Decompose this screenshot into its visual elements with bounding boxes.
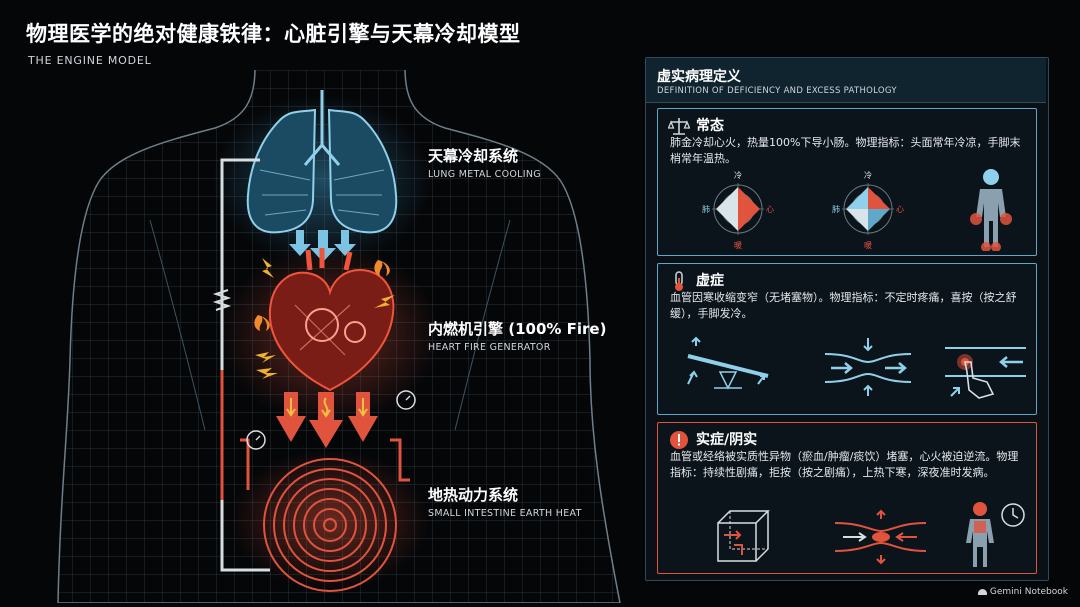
blocked-vessel-icon bbox=[834, 509, 927, 565]
compass2-top-label: 冷 bbox=[864, 170, 872, 180]
panel-title: 虚实病理定义 bbox=[657, 69, 741, 85]
label-heart-en: HEART FIRE GENERATOR bbox=[428, 342, 551, 353]
panel-header: 虚实病理定义 DEFINITION OF DEFICIENCY AND EXCE… bbox=[646, 58, 1046, 103]
panel-subtitle: DEFINITION OF DEFICIENCY AND EXCESS PATH… bbox=[657, 86, 897, 96]
flame-icons bbox=[254, 258, 395, 379]
blockage-cube-icon bbox=[717, 510, 770, 562]
label-intestine-zh: 地热动力系统 bbox=[428, 486, 519, 504]
body-illustration bbox=[57, 67, 621, 604]
engine-diagram: 天幕冷却系统 LUNG METAL COOLING 内燃机引擎 (100% Fi… bbox=[0, 67, 640, 604]
circulation-pipe bbox=[212, 158, 416, 572]
card-deficiency: 虚症 血管因寒收缩变窄（无堵塞物）。物理指标：不定时疼痛，喜按（按之舒缓），手脚… bbox=[657, 263, 1037, 415]
press-relief-hand-icon bbox=[945, 347, 1026, 399]
compass1-right-label: 心 bbox=[766, 205, 774, 214]
card-normal-title: 常态 bbox=[696, 118, 724, 134]
card-excess-title: 实症/阴实 bbox=[696, 432, 758, 448]
label-lung: 天幕冷却系统 LUNG METAL COOLING bbox=[428, 145, 541, 180]
compass1-top-label: 冷 bbox=[734, 170, 742, 180]
seesaw-icon bbox=[687, 336, 769, 390]
human-figure-heat-up-icon bbox=[966, 502, 1025, 567]
label-intestine: 地热动力系统 SMALL INTESTINE EARTH HEAT bbox=[428, 484, 582, 519]
label-intestine-en: SMALL INTESTINE EARTH HEAT bbox=[428, 508, 582, 519]
compass1-left-label: 肺 bbox=[702, 205, 710, 214]
compass-diagram-2: 冷 暖 肺 心 bbox=[832, 170, 904, 249]
footer-brand-text: Gemini Notebook bbox=[989, 587, 1068, 597]
card-deficiency-desc: 血管因寒收缩变窄（无堵塞物）。物理指标：不定时疼痛，喜按（按之舒缓），手脚发冷。 bbox=[670, 291, 1017, 320]
card-excess-desc: 血管或经络被实质性异物（瘀血/肿瘤/痰饮）堵塞，心火被迫逆流。物理指标：持续性剧… bbox=[670, 450, 1019, 479]
narrowed-vessel-icon bbox=[824, 338, 912, 396]
thermometer-icon bbox=[675, 271, 683, 291]
page-title: 物理医学的绝对健康铁律：心脏引擎与天幕冷却模型 bbox=[26, 22, 521, 46]
lungs-icon bbox=[246, 90, 398, 234]
card-excess: 实症/阴实 血管或经络被实质性异物（瘀血/肿瘤/痰饮）堵塞，心火被迫逆流。物理指… bbox=[657, 422, 1037, 574]
compass-diagram-1: 冷 暖 肺 心 bbox=[702, 170, 774, 249]
brand-logo-icon bbox=[977, 589, 987, 595]
compass2-left-label: 肺 bbox=[832, 205, 840, 214]
page-subtitle: THE ENGINE MODEL bbox=[28, 54, 152, 67]
label-heart: 内燃机引擎 (100% Fire) HEART FIRE GENERATOR bbox=[428, 318, 606, 353]
compass2-right-label: 心 bbox=[896, 205, 904, 214]
pathology-panel: 虚实病理定义 DEFINITION OF DEFICIENCY AND EXCE… bbox=[645, 57, 1049, 581]
balance-scale-icon bbox=[668, 118, 690, 135]
label-lung-zh: 天幕冷却系统 bbox=[428, 147, 519, 165]
card-normal: 常态 肺金冷却心火，热量100%下导小肠。物理指标：头面常年冷凉，手脚末梢常年温… bbox=[657, 108, 1037, 256]
label-lung-en: LUNG METAL COOLING bbox=[428, 169, 541, 180]
footer-brand: Gemini Notebook bbox=[977, 587, 1068, 597]
card-normal-desc: 肺金冷却心火，热量100%下导小肠。物理指标：头面常年冷凉，手脚末梢常年温热。 bbox=[670, 136, 1021, 165]
compass1-bottom-label: 暖 bbox=[734, 241, 742, 249]
warning-icon bbox=[670, 431, 688, 449]
intestine-coil-icon bbox=[263, 458, 397, 592]
compass2-bottom-label: 暖 bbox=[864, 241, 872, 249]
heat-arrows bbox=[276, 392, 378, 448]
label-heart-zh: 内燃机引擎 (100% Fire) bbox=[428, 320, 607, 338]
human-figure-warm-extremities-icon bbox=[970, 169, 1012, 251]
card-deficiency-title: 虚症 bbox=[696, 273, 724, 289]
heart-icon bbox=[268, 248, 395, 392]
